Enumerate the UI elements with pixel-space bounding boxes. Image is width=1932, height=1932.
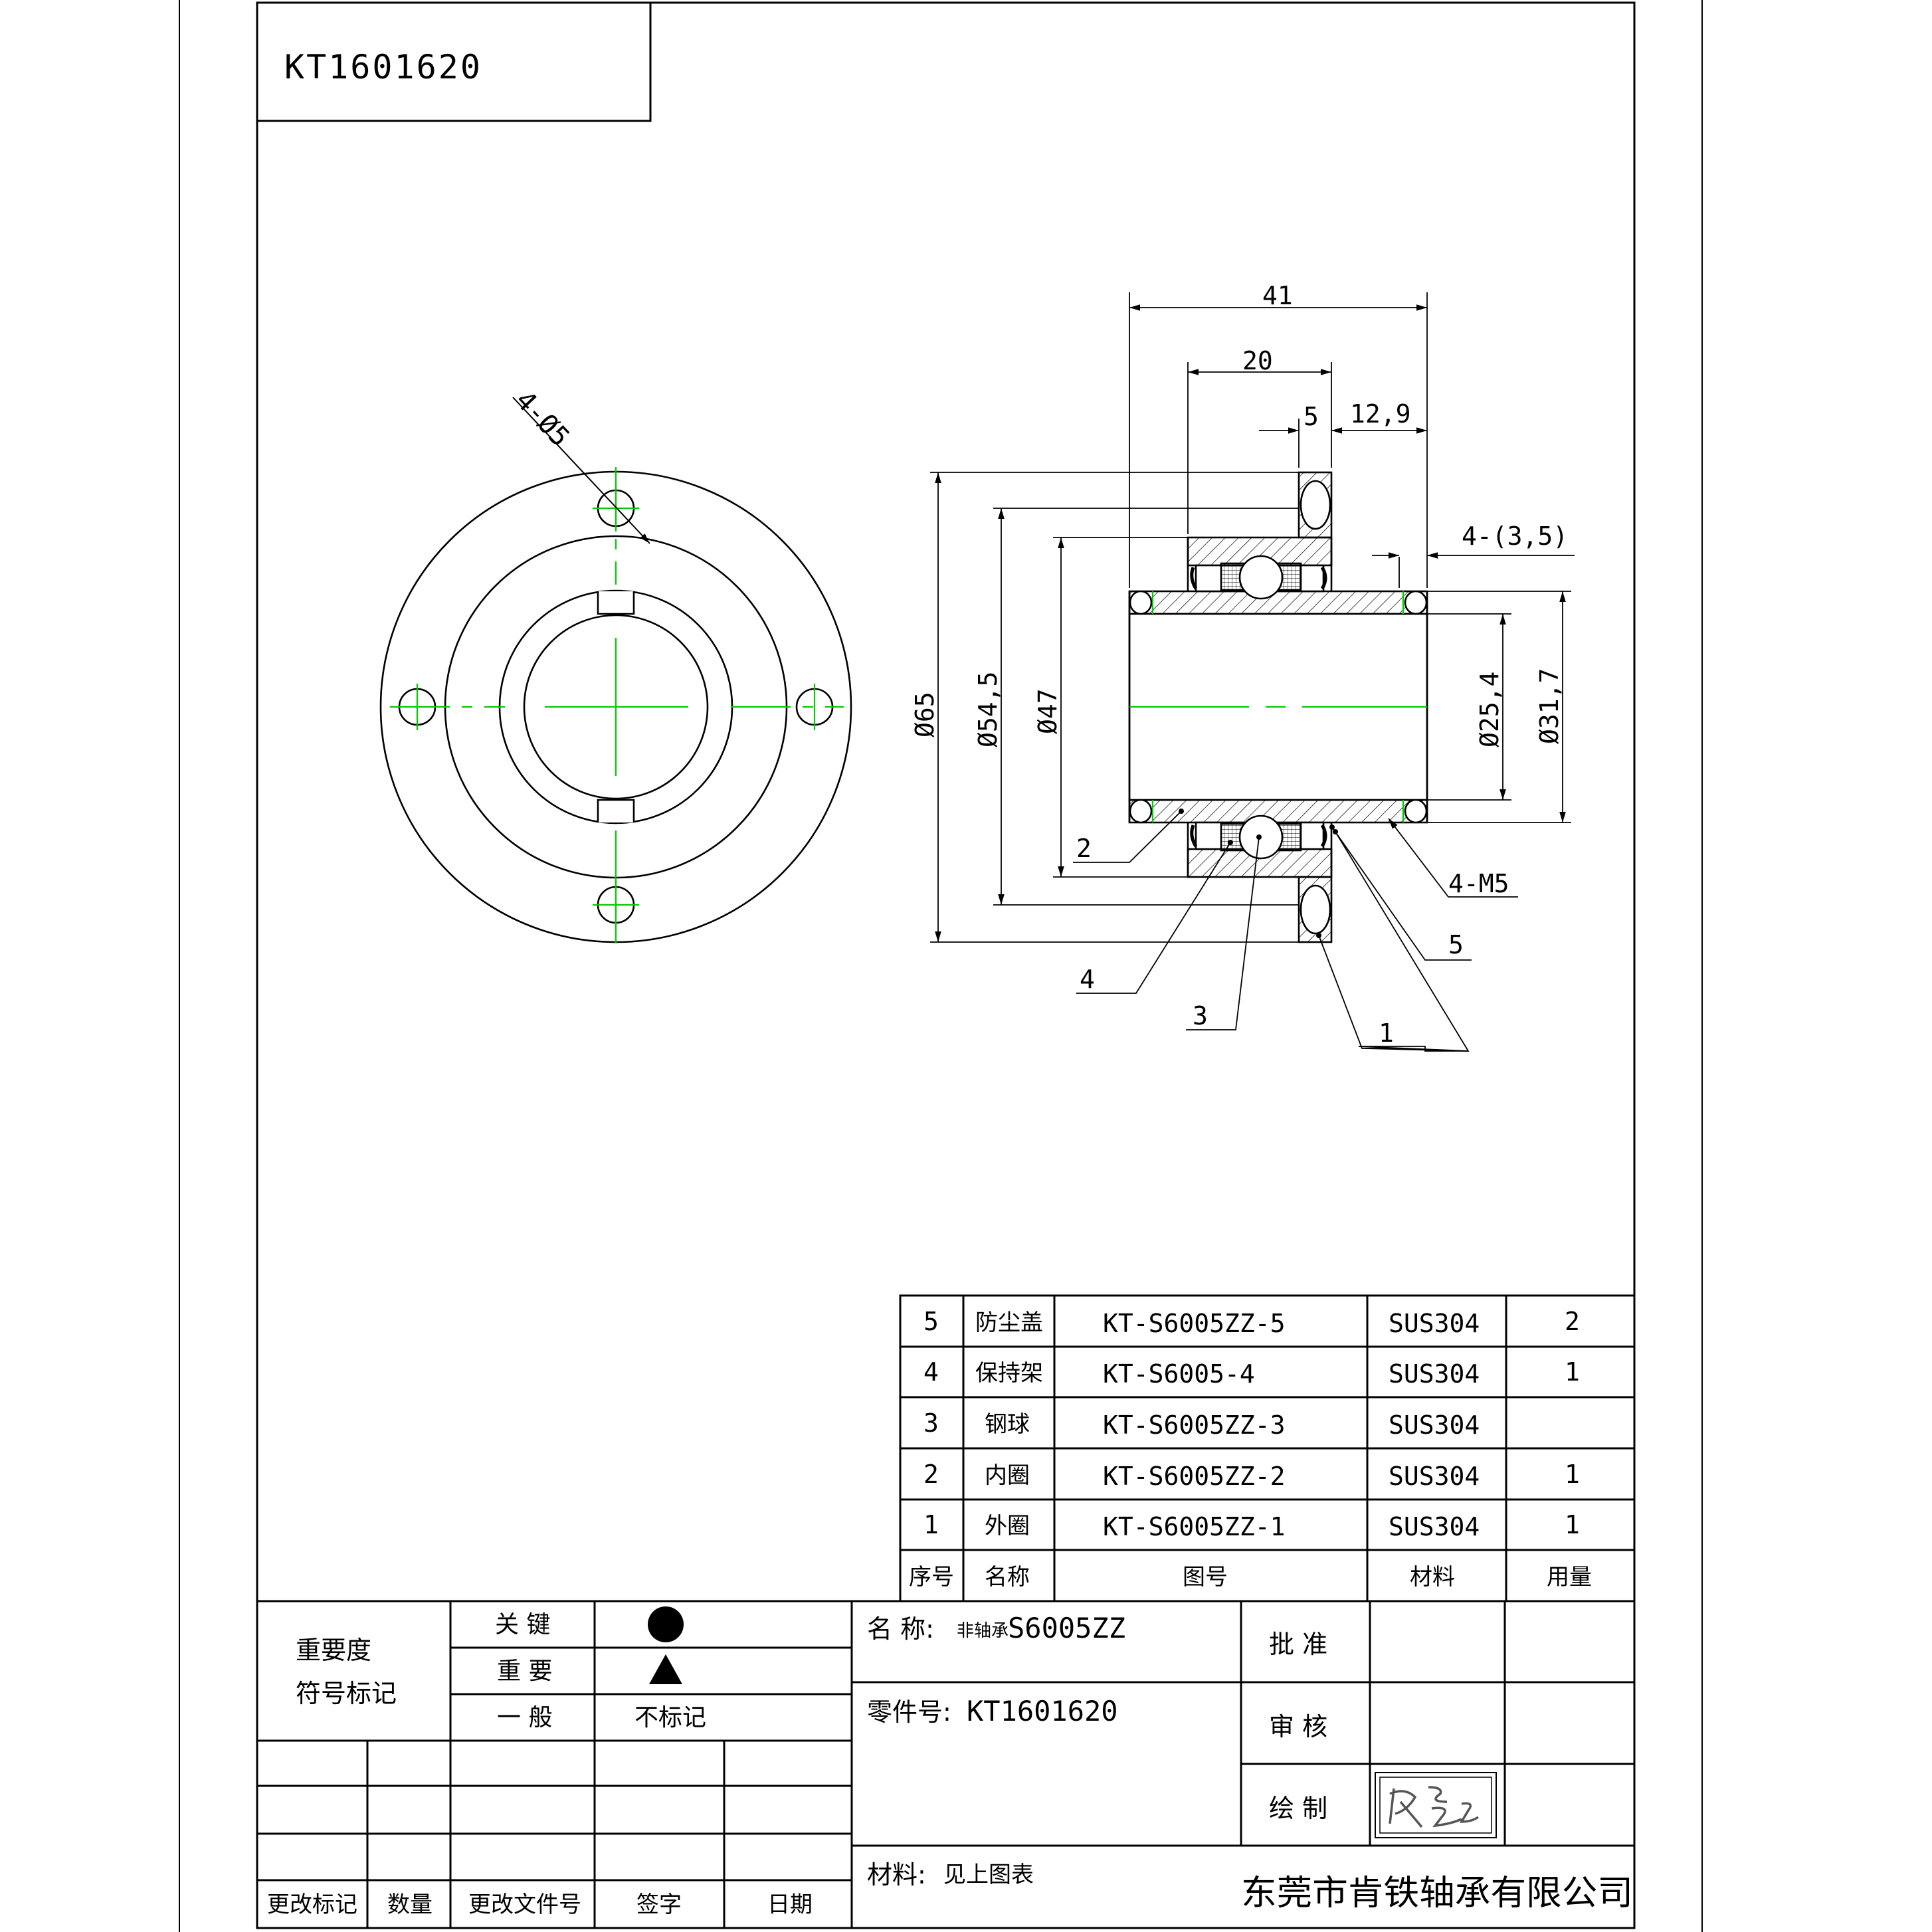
cell-no: 5 (923, 1307, 939, 1336)
dim-flange-thickness: 5 (1304, 402, 1319, 431)
cell-name: 保持架 (975, 1360, 1043, 1387)
cell-drawing-no: KT-S6005-4 (1103, 1359, 1255, 1389)
callout-leaders (1073, 809, 1518, 1052)
filled-circle-icon (648, 1606, 684, 1642)
header-material: 材料 (1410, 1564, 1455, 1591)
dim-sleeve-od: Ø31,7 (1535, 668, 1564, 744)
part-name-value: S6005ZZ (1008, 1612, 1125, 1644)
table-row: 4 保持架 KT-S6005-4 SUS304 1 (923, 1357, 1580, 1389)
importance-general-label: 一 般 (497, 1704, 552, 1731)
cell-drawing-no: KT-S6005ZZ-5 (1103, 1309, 1286, 1338)
review-label: 审 核 (1269, 1712, 1327, 1741)
callout-3: 3 (1193, 1001, 1208, 1030)
cell-qty: 2 (1565, 1307, 1580, 1336)
cell-name: 防尘盖 (975, 1309, 1043, 1336)
cell-no: 3 (923, 1408, 939, 1438)
cell-name: 内圈 (985, 1462, 1030, 1489)
table-row: 3 钢球 KT-S6005ZZ-3 SUS304 (923, 1408, 1480, 1440)
cell-name: 外圈 (985, 1513, 1030, 1539)
filled-triangle-icon (649, 1654, 682, 1684)
callout-1: 1 (1379, 1018, 1394, 1048)
callout-4: 4 (1080, 965, 1095, 994)
title-block-grid (257, 1600, 1634, 1928)
cell-qty: 1 (1565, 1460, 1580, 1489)
callout-2: 2 (1076, 834, 1092, 863)
dim-bore: Ø25,4 (1475, 672, 1504, 747)
dim-bearing-od: Ø47 (1033, 688, 1062, 734)
dim-groove: 4-(3,5) (1462, 522, 1568, 551)
dimension-lines (930, 292, 1575, 943)
name-label: 名 称: (867, 1614, 934, 1644)
dim-bolt-circle: Ø54,5 (973, 672, 1003, 747)
cell-no: 4 (923, 1357, 939, 1387)
cell-qty: 1 (1565, 1510, 1580, 1539)
sheet-border (179, 0, 1703, 1932)
cell-no: 1 (923, 1510, 939, 1539)
importance-no-mark: 不标记 (634, 1704, 706, 1731)
rev-header-mark: 更改标记 (267, 1891, 357, 1918)
drawing-number-text: KT1601620 (284, 48, 482, 86)
approve-label: 批 准 (1269, 1630, 1327, 1659)
callout-5: 5 (1448, 930, 1464, 959)
title-info: 名 称: 非轴承 S6005ZZ 零件号: KT1601620 材料: 见上图表… (867, 1612, 1633, 1913)
table-header-row: 序号 名称 图号 材料 用量 (909, 1564, 1592, 1591)
cell-material: SUS304 (1389, 1462, 1480, 1491)
part-no-label: 零件号: (867, 1697, 951, 1727)
cell-drawing-no: KT-S6005ZZ-3 (1103, 1410, 1286, 1440)
company-name: 东莞市肯铁轴承有限公司 (1241, 1874, 1633, 1913)
rev-header-date: 日期 (767, 1891, 813, 1918)
rev-header-file: 更改文件号 (468, 1891, 581, 1918)
rev-header-sign: 签字 (636, 1891, 682, 1918)
importance-block: 重要度 符号标记 关 键 重 要 一 般 不标记 (296, 1606, 706, 1731)
cell-drawing-no: KT-S6005ZZ-1 (1103, 1512, 1286, 1541)
section-centerlines (1129, 591, 1427, 822)
dim-flange-offset: 12,9 (1350, 399, 1411, 429)
material-label: 材料: (867, 1860, 926, 1889)
table-row: 2 内圈 KT-S6005ZZ-2 SUS304 1 (923, 1460, 1580, 1491)
table-row: 5 防尘盖 KT-S6005ZZ-5 SUS304 2 (923, 1307, 1580, 1338)
importance-important-label: 重 要 (497, 1658, 552, 1685)
dim-bearing-width: 20 (1242, 346, 1273, 375)
cell-material: SUS304 (1389, 1410, 1480, 1440)
header-drawing-no: 图号 (1183, 1564, 1228, 1591)
importance-key-label: 关 键 (495, 1611, 550, 1638)
cell-material: SUS304 (1389, 1512, 1480, 1541)
dim-flange-od: Ø65 (910, 692, 939, 737)
callout-leader-5 (1329, 824, 1472, 961)
signature-image (1375, 1772, 1497, 1838)
header-no: 序号 (909, 1564, 954, 1591)
part-no-value: KT1601620 (967, 1695, 1118, 1727)
hole-leader (512, 397, 650, 544)
importance-label: 重要度 (296, 1636, 371, 1665)
header-name: 名称 (985, 1564, 1030, 1591)
flange-hole-dim: 4-Ø5 (510, 385, 575, 452)
cell-material: SUS304 (1389, 1309, 1480, 1338)
rev-header-qty: 数量 (387, 1891, 433, 1918)
cell-drawing-no: KT-S6005ZZ-2 (1103, 1462, 1286, 1491)
cell-material: SUS304 (1389, 1359, 1480, 1389)
importance-label-2: 符号标记 (296, 1679, 397, 1708)
front-view-centerlines (390, 467, 844, 943)
cell-qty: 1 (1565, 1357, 1580, 1387)
cell-no: 2 (923, 1460, 939, 1489)
parts-table-grid (899, 1294, 1636, 1602)
cell-name: 钢球 (985, 1411, 1030, 1438)
dim-thread: 4-M5 (1448, 869, 1509, 898)
parts-table: 5 防尘盖 KT-S6005ZZ-5 SUS304 2 4 保持架 KT-S60… (909, 1307, 1592, 1591)
revision-header-row: 更改标记 数量 更改文件号 签字 日期 (267, 1891, 813, 1918)
header-qty: 用量 (1547, 1564, 1592, 1591)
table-row: 1 外圈 KT-S6005ZZ-1 SUS304 1 (923, 1510, 1580, 1541)
material-value: 见上图表 (943, 1862, 1034, 1888)
draw-label: 绘 制 (1269, 1794, 1327, 1823)
dim-overall-length: 41 (1262, 281, 1293, 310)
name-small: 非轴承 (957, 1621, 1009, 1641)
